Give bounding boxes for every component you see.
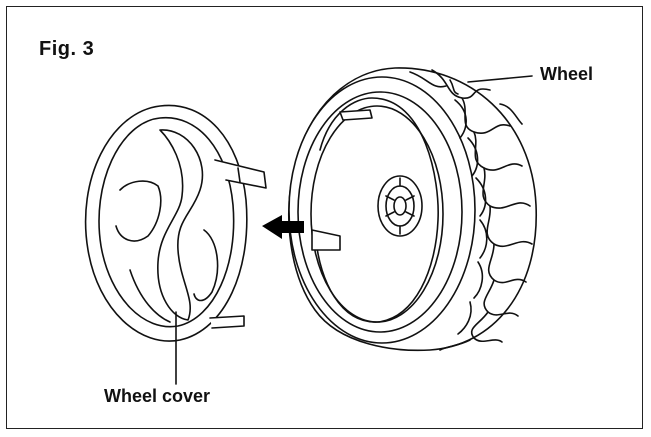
wheel-tread xyxy=(409,69,533,351)
wheel-slot-left xyxy=(311,229,341,251)
cover-tab-top xyxy=(214,159,267,189)
wheel-hub-bore xyxy=(393,196,407,216)
cover-tab-bottom xyxy=(209,315,245,329)
wheel-leader-line xyxy=(467,75,533,83)
wheel-callout-label: Wheel xyxy=(540,64,594,84)
wheel-cover-drawing xyxy=(84,104,267,342)
wheel-rim-inner xyxy=(297,91,463,333)
cover-vane xyxy=(157,129,204,321)
cover-outer-ring xyxy=(84,104,248,342)
wheel-slot-top xyxy=(339,109,373,121)
wheel-lugs xyxy=(454,99,488,335)
wheel-hub-outer xyxy=(377,175,423,237)
wheel-inner-wall xyxy=(315,97,439,323)
wheel-cover-callout-label: Wheel cover xyxy=(104,386,211,406)
wheel-drawing xyxy=(288,67,537,352)
assembly-arrow xyxy=(262,215,304,239)
figure-label: Fig. 3 xyxy=(39,38,95,60)
